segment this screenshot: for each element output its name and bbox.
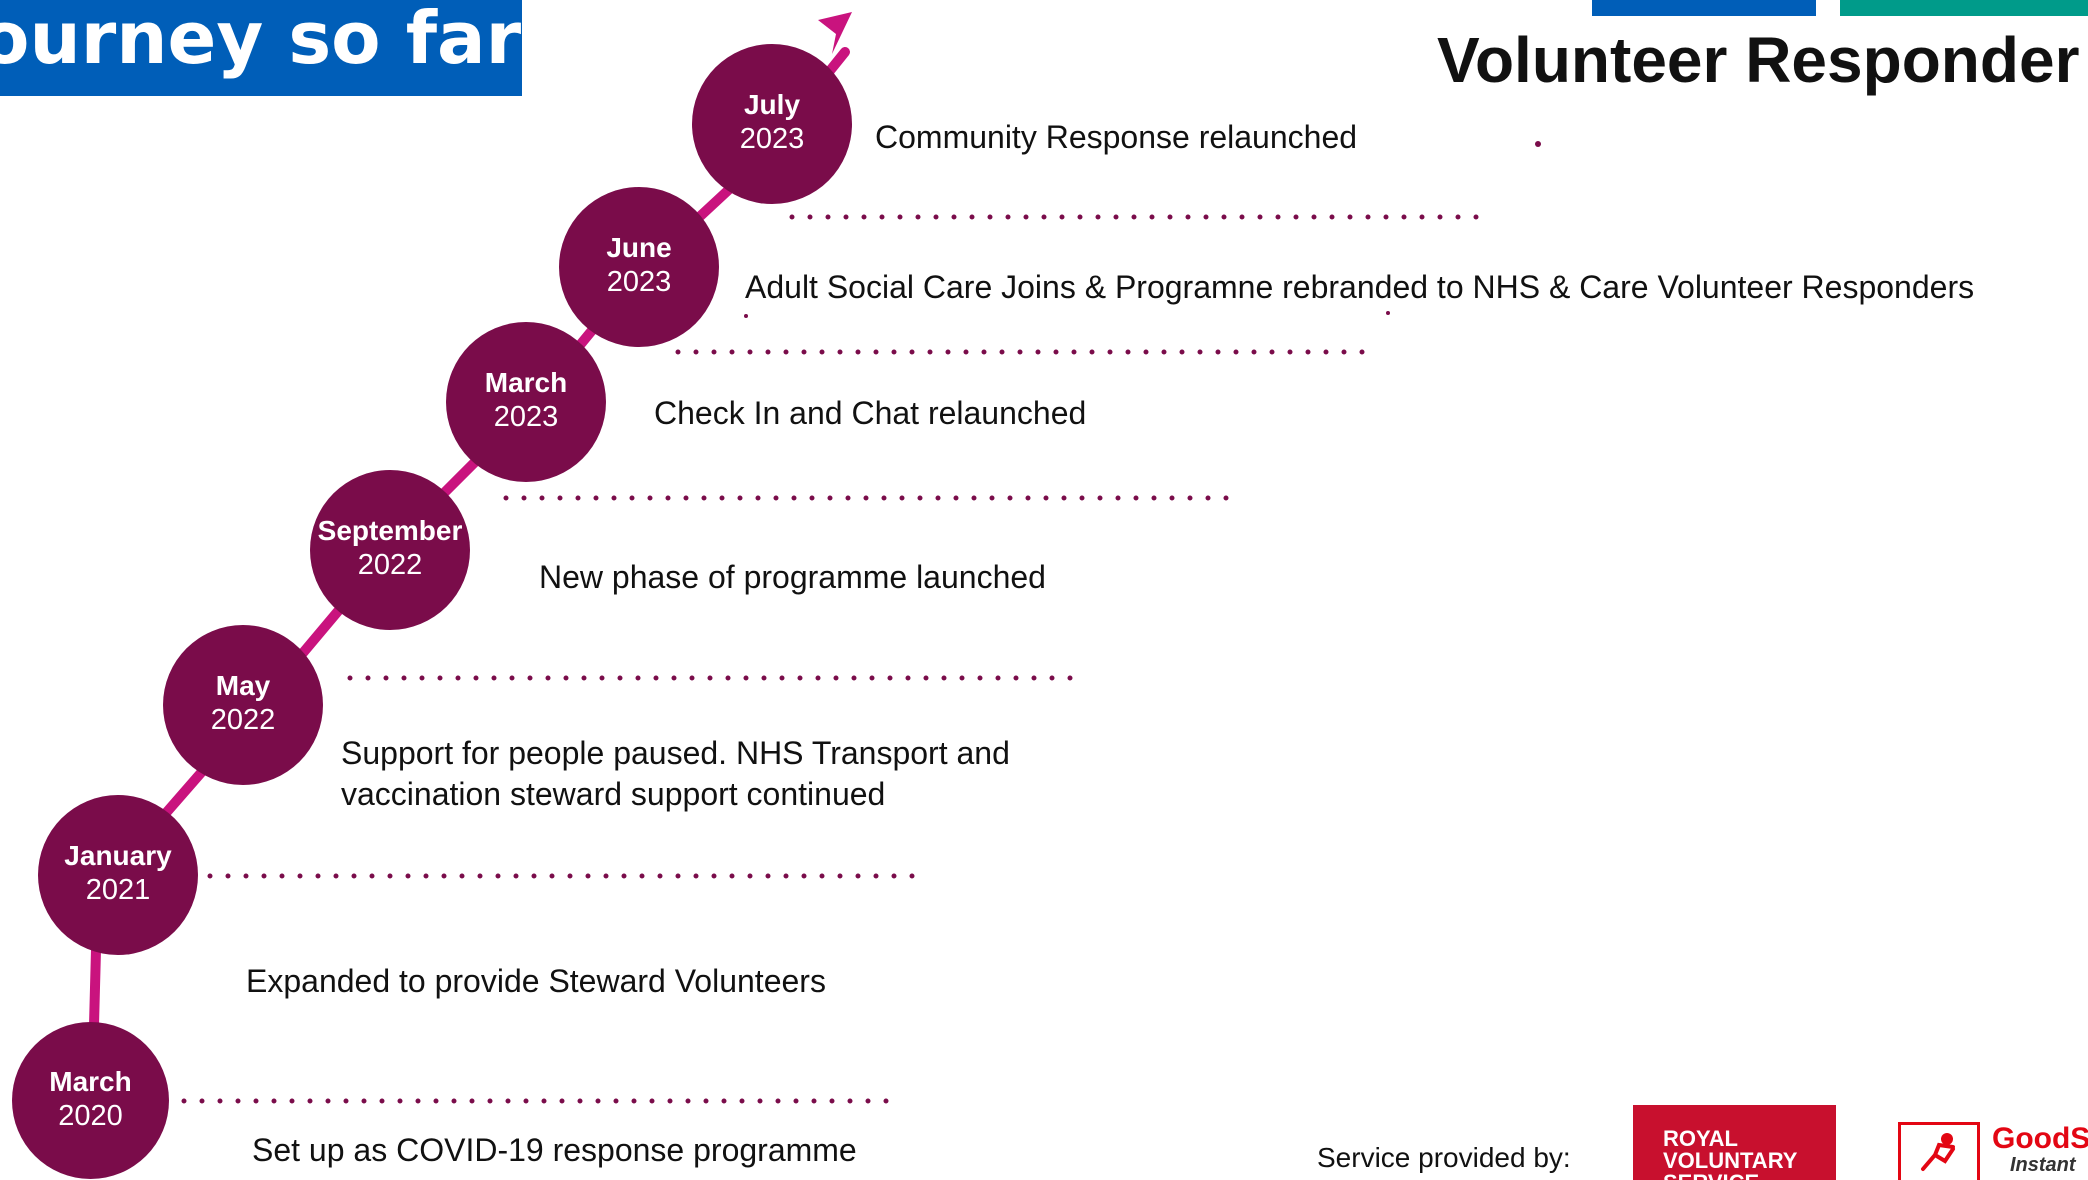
- rvs-line-3: SERVICE: [1663, 1172, 1759, 1180]
- event-text-sep-2022: New phase of programme launched: [539, 559, 1046, 595]
- stray-dot: [1535, 141, 1541, 147]
- event-text-may-2022-line2: vaccination steward support continued: [341, 776, 886, 812]
- milestone-year: 2020: [58, 1099, 123, 1132]
- rvs-line-2: VOLUNTARY: [1663, 1148, 1798, 1173]
- milestone-month: January: [64, 840, 172, 872]
- milestone-month: May: [215, 670, 271, 702]
- event-text-jul-2023: Community Response relaunched: [875, 119, 1358, 155]
- milestone-year: 2023: [493, 401, 559, 434]
- milestone-january-2021: January 2021: [38, 795, 198, 955]
- milestone-year: 2023: [739, 123, 805, 156]
- logo-title: Volunteer Responder: [1437, 24, 2080, 96]
- nhs-logo-block: [1592, 0, 1816, 16]
- event-text-mar-2023: Check In and Chat relaunched: [654, 395, 1087, 431]
- dotted-separators: [181, 141, 1541, 1104]
- milestone-year: 2022: [210, 704, 276, 737]
- rvs-line-1: ROYAL: [1663, 1126, 1738, 1151]
- goodsam-logo: GoodS Instant: [1898, 1118, 2088, 1180]
- title-banner: ourney so far: [0, 0, 522, 96]
- milestone-year: 2023: [606, 266, 672, 299]
- timeline-arrowhead: [818, 12, 852, 54]
- event-text-2020: Set up as COVID-19 response programme: [252, 1132, 857, 1168]
- milestone-march-2023: March 2023: [446, 322, 606, 482]
- service-provided-label: Service provided by:: [1317, 1142, 1571, 1173]
- stray-dot: [744, 314, 748, 318]
- event-text-may-2022-line1: Support for people paused. NHS Transport…: [341, 735, 1010, 771]
- milestone-june-2023: June 2023: [559, 187, 719, 347]
- care-logo-block: [1840, 0, 2088, 16]
- milestone-september-2022: September 2022: [310, 470, 470, 630]
- goodsam-name: GoodS: [1992, 1122, 2088, 1155]
- goodsam-tagline: Instant: [2010, 1154, 2076, 1176]
- milestone-month: June: [606, 232, 672, 264]
- event-text-2021: Expanded to provide Steward Volunteers: [246, 963, 826, 999]
- milestone-month: March: [49, 1065, 132, 1097]
- milestone-month: March: [484, 367, 568, 399]
- royal-voluntary-service-logo: ROYAL VOLUNTARY SERVICE: [1633, 1105, 1836, 1180]
- event-text-jun-2023: Adult Social Care Joins & Programne rebr…: [745, 269, 1975, 305]
- milestone-july-2023: July 2023: [692, 44, 852, 204]
- milestone-month: July: [743, 89, 801, 121]
- milestone-year: 2021: [85, 874, 151, 907]
- milestone-month: September: [317, 515, 463, 547]
- milestone-march-2020: March 2020: [12, 1022, 169, 1179]
- goodsam-runner-icon: [1898, 1122, 1980, 1180]
- milestone-year: 2022: [357, 549, 423, 582]
- page-title: ourney so far: [0, 0, 522, 80]
- milestone-may-2022: May 2022: [163, 625, 323, 785]
- stray-dot: [1386, 311, 1390, 315]
